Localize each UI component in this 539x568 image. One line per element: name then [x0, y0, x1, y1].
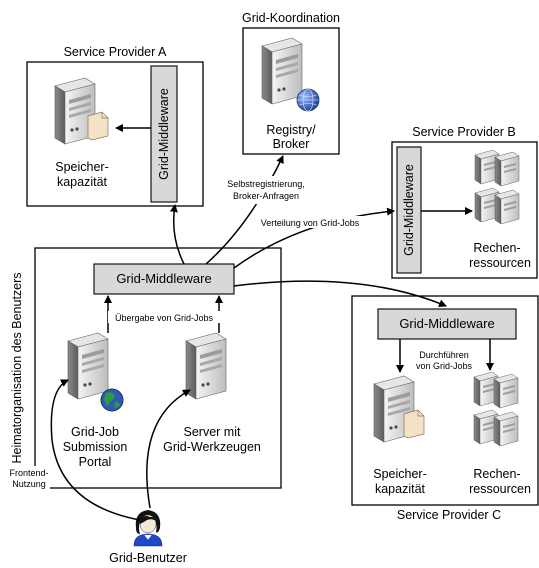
user-icon — [133, 510, 163, 547]
provider-c-title: Service Provider C — [397, 508, 501, 522]
middleware-b-box — [396, 146, 422, 274]
edge-user-to-tools — [146, 389, 191, 509]
portal-label-line1: Grid-Job — [71, 425, 119, 439]
middleware-a-box — [150, 65, 178, 203]
self-register-label-bg — [224, 176, 310, 204]
frontend-label-line2: Nutzung — [12, 479, 46, 489]
self-register-label-line2: Broker-Anfragen — [233, 191, 299, 201]
handover-label-bg — [108, 311, 220, 323]
portal-label-line2: Submission — [63, 440, 128, 454]
self-register-label-line1: Selbstregistrierung, — [227, 179, 305, 189]
middleware-c-box — [377, 308, 517, 340]
tools-label-line2: Grid-Werkzeugen — [163, 440, 261, 454]
provider-a-title: Service Provider A — [64, 45, 167, 59]
frontend-label-line1: Frontend- — [9, 468, 48, 478]
portal-globe-icon — [100, 388, 124, 412]
middleware-b-label: Grid-Middleware — [402, 164, 416, 256]
middleware-a-label: Grid-Middleware — [157, 88, 171, 180]
registry-label-line2: Broker — [273, 137, 310, 151]
distribute-label: Verteilung von Grid-Jobs — [261, 218, 360, 228]
compute-b-label-line2: ressourcen — [469, 256, 531, 270]
registry-server-icon — [261, 37, 303, 105]
storage-a-label-line2: kapazität — [57, 175, 108, 189]
provider-b-title: Service Provider B — [412, 125, 516, 139]
storage-c-label-line1: Speicher- — [373, 467, 427, 481]
storage-c-sheet-icon — [403, 409, 425, 439]
home-organisation-title: Heimatorganisation des Benutzers — [10, 272, 24, 463]
user-label: Grid-Benutzer — [109, 551, 187, 565]
distribute-label-bg — [254, 216, 366, 228]
edge-home-to-provider-c — [233, 280, 447, 307]
coordination-title: Grid-Koordination — [242, 11, 340, 25]
execute-label-bg — [412, 348, 476, 372]
edge-home-to-provider-b — [233, 207, 395, 269]
tools-server-icon — [185, 332, 227, 400]
portal-server-icon — [67, 332, 109, 400]
compute-b-label-line1: Rechen- — [473, 241, 520, 255]
compute-c-label-line1: Rechen- — [473, 467, 520, 481]
middleware-home-label: Grid-Middleware — [116, 271, 211, 286]
registry-globe-icon — [296, 88, 320, 112]
handover-label: Übergabe von Grid-Jobs — [115, 313, 214, 323]
frontend-label-bg — [8, 466, 50, 490]
tools-label-line1: Server mit — [184, 425, 241, 439]
edge-user-to-portal — [50, 379, 141, 521]
execute-label-line2: von Grid-Jobs — [416, 361, 473, 371]
storage-a-label-line1: Speicher- — [55, 160, 109, 174]
registry-label-line1: Registry/ — [266, 123, 316, 137]
storage-c-label-line2: kapazität — [375, 482, 426, 496]
compute-c-label-line2: ressourcen — [469, 482, 531, 496]
edge-home-to-provider-a — [169, 204, 185, 265]
middleware-c-label: Grid-Middleware — [399, 316, 494, 331]
storage-a-sheet-icon — [87, 111, 109, 141]
portal-label-line3: Portal — [79, 455, 112, 469]
execute-label-line1: Durchführen — [419, 350, 469, 360]
edge-home-to-registry — [205, 155, 284, 265]
middleware-home-box — [93, 263, 235, 295]
